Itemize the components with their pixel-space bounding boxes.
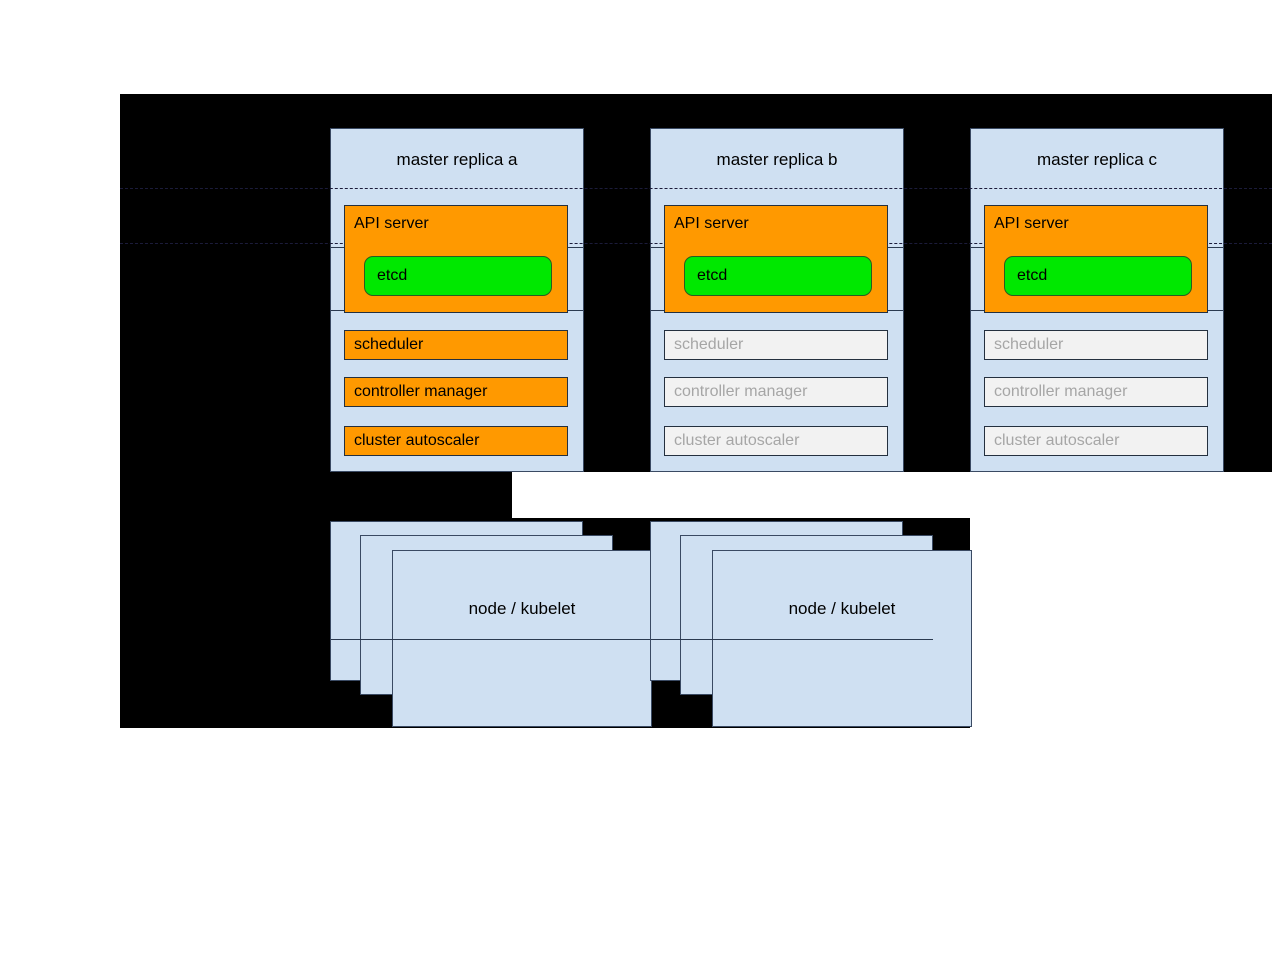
controller-manager-box-c[interactable]: controller manager: [984, 377, 1208, 407]
backdrop-left-notch: [120, 472, 512, 518]
etcd-box-b[interactable]: etcd: [684, 256, 872, 296]
api-server-label-a: API server: [354, 215, 429, 232]
replica-title-b: master replica b: [716, 150, 838, 169]
cluster-autoscaler-box-b[interactable]: cluster autoscaler: [664, 426, 888, 456]
api-server-label-c: API server: [994, 215, 1069, 232]
etcd-box-c[interactable]: etcd: [1004, 256, 1192, 296]
node-group-1[interactable]: [392, 550, 652, 727]
separator-dashed-top: [120, 188, 1272, 189]
scheduler-box-a[interactable]: scheduler: [344, 330, 568, 360]
scheduler-box-b[interactable]: scheduler: [664, 330, 888, 360]
scheduler-box-c[interactable]: scheduler: [984, 330, 1208, 360]
etcd-box-a[interactable]: etcd: [364, 256, 552, 296]
replica-title-a: master replica a: [396, 150, 518, 169]
controller-manager-box-b[interactable]: controller manager: [664, 377, 888, 407]
node-group-label-2: node / kubelet: [788, 599, 896, 618]
controller-manager-box-a[interactable]: controller manager: [344, 377, 568, 407]
node-group-label-1: node / kubelet: [468, 599, 576, 618]
api-server-label-b: API server: [674, 215, 749, 232]
node-rule-front-1: [393, 639, 651, 640]
node-group-2[interactable]: [712, 550, 972, 727]
cluster-autoscaler-box-c[interactable]: cluster autoscaler: [984, 426, 1208, 456]
node-rule-mid-2: [681, 639, 933, 640]
replica-title-c: master replica c: [1037, 150, 1157, 169]
cluster-autoscaler-box-a[interactable]: cluster autoscaler: [344, 426, 568, 456]
